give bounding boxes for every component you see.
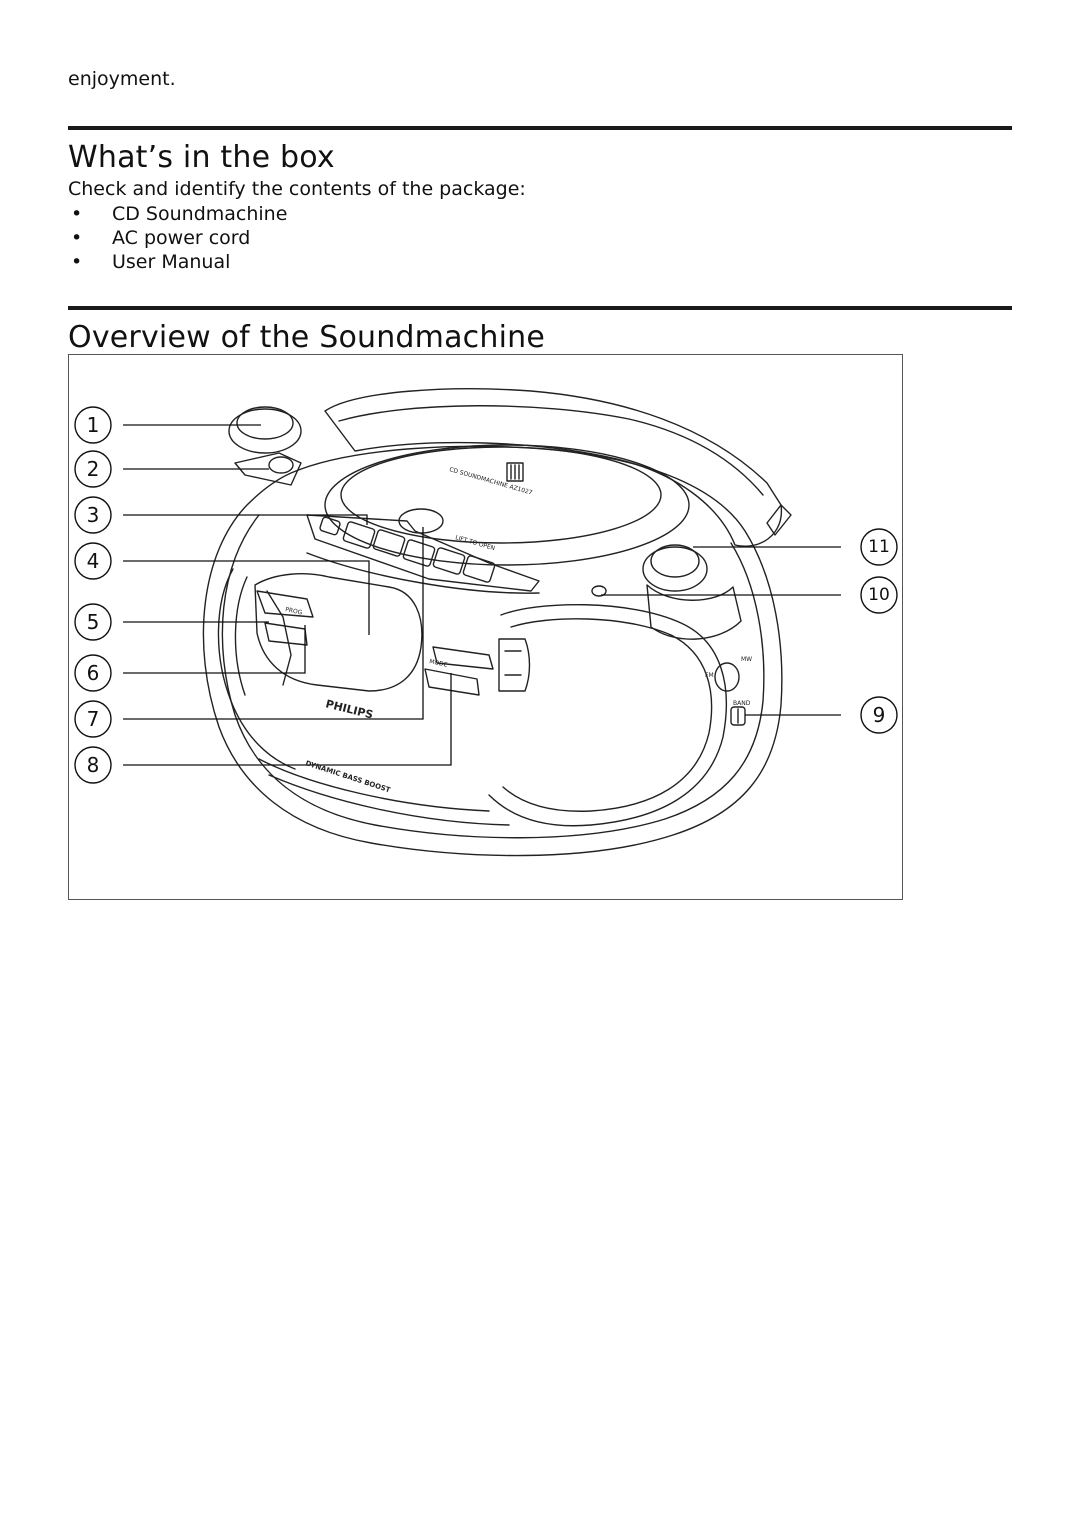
- bullet-icon: •: [71, 251, 83, 273]
- section-title-overview: Overview of the Soundmachine: [68, 320, 545, 355]
- mw-label: MW: [741, 656, 752, 663]
- callout-4: 4: [87, 549, 100, 573]
- section-intro: Check and identify the contents of the p…: [68, 178, 526, 200]
- callout-2: 2: [87, 457, 100, 481]
- soundmachine-illustration: 1 2 3 4 5 6 7 8 9 10 11 CD SOUNDMACHINE …: [74, 388, 898, 857]
- list-item: • CD Soundmachine: [68, 202, 287, 226]
- callout-10: 10: [868, 585, 890, 605]
- list-item-label: User Manual: [112, 251, 231, 273]
- callout-8: 8: [87, 753, 100, 777]
- section-title-whats-in-box: What’s in the box: [68, 140, 335, 175]
- mode-label: MODE: [429, 658, 449, 669]
- list-item-label: AC power cord: [112, 227, 251, 249]
- lift-to-open-label: LIFT TO OPEN: [454, 534, 495, 552]
- list-item: • AC power cord: [68, 226, 287, 250]
- lead-text: enjoyment.: [68, 68, 176, 90]
- callout-1: 1: [87, 413, 100, 437]
- list-item-label: CD Soundmachine: [112, 203, 288, 225]
- bullet-icon: •: [71, 203, 83, 225]
- callout-9: 9: [873, 703, 886, 727]
- fm-label: FM: [705, 672, 714, 679]
- bullet-icon: •: [71, 227, 83, 249]
- callout-6: 6: [87, 661, 100, 685]
- callout-3: 3: [87, 503, 100, 527]
- callout-7: 7: [87, 707, 100, 731]
- callout-11: 11: [868, 537, 890, 557]
- list-item: • User Manual: [68, 250, 287, 274]
- section-rule: [68, 126, 1012, 130]
- brand-logo-label: PHILIPS: [324, 697, 374, 721]
- contents-list: • CD Soundmachine • AC power cord • User…: [68, 202, 287, 274]
- callout-5: 5: [87, 610, 100, 634]
- section-rule: [68, 306, 1012, 310]
- prog-label: PROG: [285, 606, 304, 616]
- soundmachine-diagram: 1 2 3 4 5 6 7 8 9 10 11 CD SOUNDMACHINE …: [68, 354, 903, 900]
- band-label: BAND: [733, 700, 751, 707]
